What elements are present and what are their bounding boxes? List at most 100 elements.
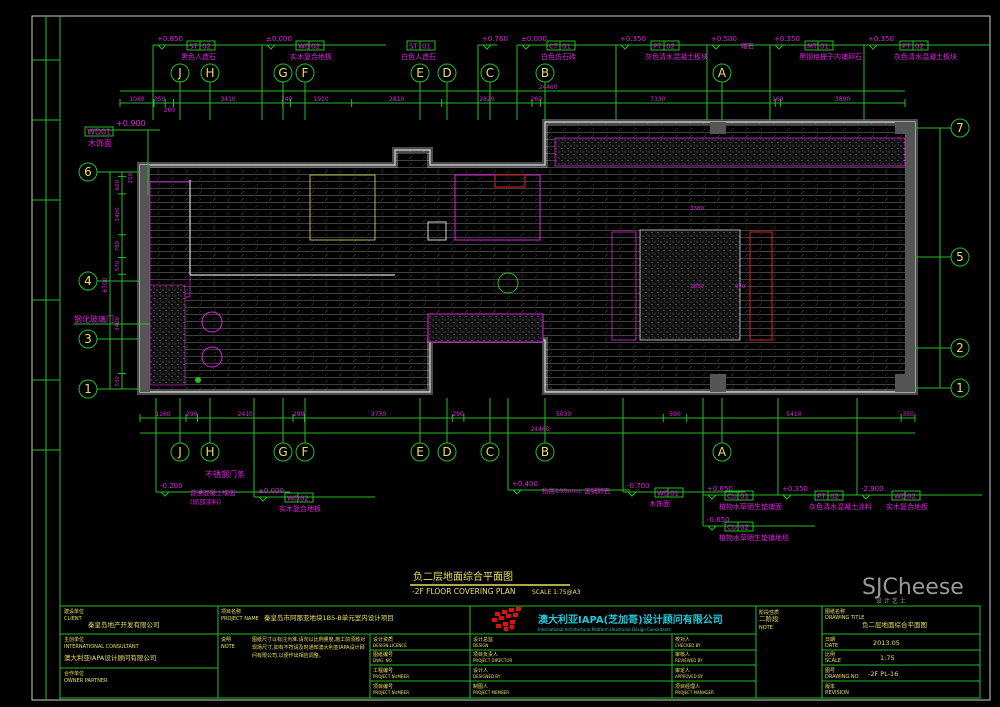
- material-desc: 黑色人造石: [181, 52, 216, 61]
- dim-text: 1910: [313, 96, 328, 103]
- grid-bottom-H-label: H: [205, 445, 214, 459]
- logo: 澳大利亚IAPA(芝加哥)设计顾问有限公司 International Arch…: [492, 607, 723, 632]
- material-desc: 踏石: [741, 41, 755, 50]
- material-desc: 实木复合地板: [886, 502, 928, 511]
- material-desc: 植物水草晒生垫铺面: [719, 502, 782, 511]
- svg-text:SJCheese: SJCheese: [862, 575, 964, 600]
- material-code: ST: [409, 43, 418, 51]
- dim-text: 570: [115, 260, 121, 271]
- elevation-marker-icon: [711, 44, 721, 50]
- material-code: WD: [657, 490, 669, 498]
- project-name-value: 秦皇岛市阿那亚地块1B5-B单元室内设计项目: [264, 613, 394, 622]
- dim-text: 290: [186, 411, 198, 418]
- title-scale: SCALE 1:75@A3: [532, 589, 581, 596]
- elevation-text: +0.500: [711, 35, 737, 43]
- client-label: 建设单位: [64, 608, 84, 615]
- grid-bottom-A-label: A: [718, 445, 727, 459]
- elevation-text: +0.400: [512, 480, 538, 488]
- field-label-en: DESIGNED BY: [473, 674, 501, 679]
- grid-top-H-label: H: [205, 66, 214, 80]
- field-label-cn: 审定人: [675, 667, 690, 674]
- field-label-en: DESIGN: [473, 643, 488, 648]
- field-label-en: REVIEWED BY: [675, 658, 703, 663]
- grid-top-B-label: B: [541, 66, 549, 80]
- elevation-marker-icon: [707, 494, 717, 500]
- dim-text: 260: [164, 107, 176, 114]
- door-label: 钢化玻璃门: [74, 314, 114, 324]
- grid-left-3-label: 3: [84, 332, 92, 346]
- elevation-marker-icon: [782, 494, 792, 500]
- logo-en: International Architectural Platform (Au…: [538, 627, 671, 632]
- svg-text:NOTE: NOTE: [221, 644, 235, 650]
- material-tag: [546, 40, 576, 51]
- dim-text: 1160: [155, 411, 170, 418]
- svg-text:阶段性质: 阶段性质: [759, 609, 779, 616]
- grid-top-A-label: A: [718, 66, 727, 80]
- field-label-cn: 设计总监: [473, 636, 493, 643]
- svg-text:DRAWING NO.: DRAWING NO.: [825, 674, 860, 680]
- material-desc: 普通混凝土墙面: [190, 488, 236, 497]
- elevation-marker-icon: [258, 496, 268, 502]
- dim-text: 600: [115, 179, 121, 190]
- grid-top-D-label: D: [442, 66, 451, 80]
- svg-text:主创单位: 主创单位: [64, 636, 84, 643]
- material-desc-2: (局部涂料): [190, 497, 221, 506]
- client-value: 秦皇岛地产开发有限公司: [88, 620, 160, 629]
- material-tag: [284, 492, 314, 503]
- material-code: WD: [298, 43, 310, 51]
- drawing-title-value: 负二层地面综合平面图: [862, 620, 927, 629]
- elevation-text: +0.350: [782, 485, 808, 493]
- grid-bottom-C-label: C: [486, 445, 494, 459]
- elevation-text: -0.700: [627, 482, 650, 490]
- elevation-marker-icon: [521, 44, 531, 50]
- building-outline: [137, 119, 918, 395]
- elevation-text: +0.350: [620, 35, 646, 43]
- material-desc: 实木复合地板: [279, 504, 321, 513]
- dim-text: 2820: [479, 96, 494, 103]
- material-tag: [891, 490, 921, 501]
- svg-text:PROJECT NAME: PROJECT NAME: [221, 616, 259, 622]
- material-code: MT: [807, 43, 818, 51]
- cabinet: [749, 231, 773, 341]
- material-desc: 抬高100mm, 面铺卵石: [542, 486, 611, 495]
- steel-strip-note: 不锈钢门条: [205, 469, 245, 479]
- svg-text:INTERNATIONAL CONSULTANT: INTERNATIONAL CONSULTANT: [64, 644, 140, 650]
- svg-text:日期: 日期: [825, 637, 835, 643]
- elevation-text: +0.850: [157, 35, 183, 43]
- elevation-text: -2.900: [861, 485, 884, 493]
- field-label-cn: 设计人: [473, 667, 488, 674]
- material-number: 01: [101, 128, 111, 137]
- grid-bottom-B-label: B: [541, 445, 549, 459]
- sheet-border: [31, 15, 991, 701]
- title-block: 建设单位 CLIENT 秦皇岛地产开发有限公司 主创单位 INTERNATION…: [59, 605, 981, 699]
- field-label-cn: 校对人: [675, 636, 690, 643]
- svg-text:SCALE: SCALE: [825, 658, 841, 664]
- material-code: PT: [817, 493, 826, 501]
- raised-platform: [427, 313, 544, 343]
- field-label-cn: 项目编号: [373, 683, 393, 690]
- dim-text: 350: [154, 96, 166, 103]
- material-code: WD: [287, 495, 299, 503]
- svg-text:比例: 比例: [825, 651, 835, 658]
- left-callout: +0.900 WD 01 木饰面 钢化玻璃门: [74, 119, 160, 325]
- material-tag: [406, 40, 436, 51]
- grid-top-C-label: C: [486, 66, 494, 80]
- elevation-text: ±0.000: [258, 487, 284, 495]
- dim-text: 5410: [786, 411, 801, 418]
- material-code: CT: [549, 43, 559, 51]
- dim-text: 2410: [238, 411, 253, 418]
- material-number: 01: [562, 43, 571, 51]
- material-number: 02: [666, 43, 675, 51]
- material-code: ST: [189, 43, 198, 51]
- field-label-cn: 项目经理人: [675, 683, 700, 690]
- field-label-en: PROJECT DIRECTOR: [473, 658, 513, 663]
- grid-bottom-F-label: F: [302, 445, 309, 459]
